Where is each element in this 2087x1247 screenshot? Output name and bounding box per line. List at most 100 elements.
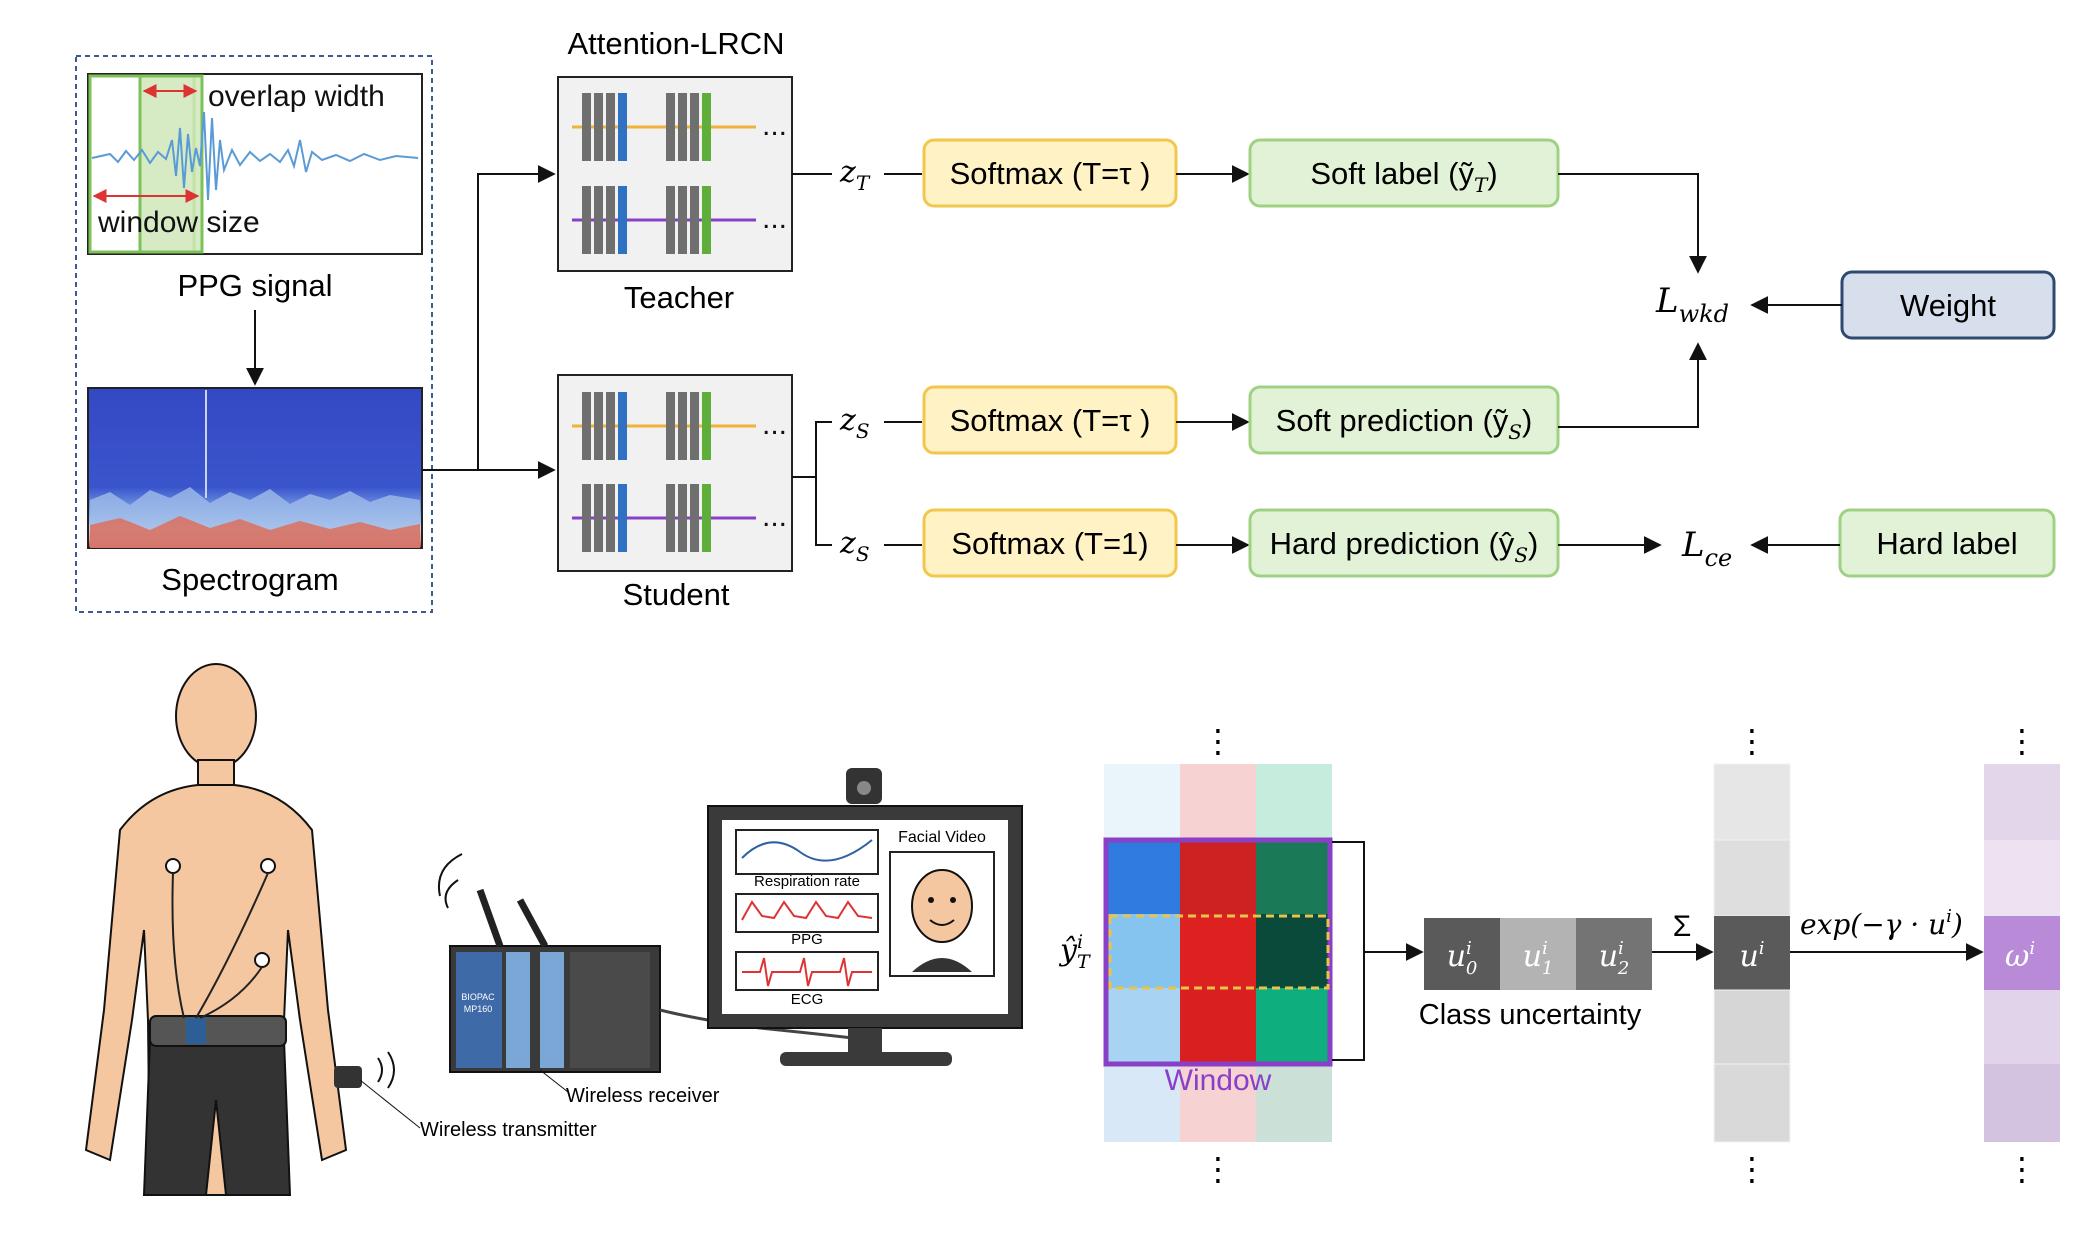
soft-label-box: Soft label (ỹT) (1248, 138, 1560, 208)
layer-bar (666, 93, 675, 161)
softmax-student-hard-box: Softmax (T=1) (922, 508, 1178, 578)
prediction-matrix (1103, 764, 1424, 1142)
layer-bar (582, 392, 591, 460)
layer-bar (582, 484, 591, 552)
wireless-transmitter-label: Wireless transmitter (420, 1119, 597, 1141)
layer-bar (618, 484, 627, 552)
layer-bar (594, 392, 603, 460)
layer-bar (666, 392, 675, 460)
hard-prediction-box: Hard prediction (ŷS) (1248, 508, 1560, 578)
layer-bar (666, 484, 675, 552)
ppg-signal-plot: overlap width window size (87, 73, 423, 255)
layer-bar (678, 484, 687, 552)
ppg-waveform (91, 111, 419, 201)
z-student-label-bottom: zS (839, 526, 870, 566)
layer-bar (678, 186, 687, 254)
svg-text:Softmax (T=τ ): Softmax (T=τ ) (950, 156, 1151, 191)
layer-bar (702, 93, 711, 161)
teacher-model-block: ...... (557, 76, 793, 272)
ppg-signal-caption: PPG signal (177, 268, 332, 303)
svg-text:ECG: ECG (791, 991, 824, 1008)
layer-bar (702, 186, 711, 254)
weight-column: ωi (1984, 764, 2060, 1142)
student-model-block: ...... (557, 374, 793, 572)
layer-bar (666, 186, 675, 254)
svg-text:ui0: ui0 (1447, 938, 1478, 979)
u-column-vdots-bottom: ⋮ (1736, 1151, 1768, 1187)
layer-bar (582, 93, 591, 161)
svg-text:Softmax (T=τ ): Softmax (T=τ ) (950, 403, 1151, 438)
human-body-illustration (84, 663, 421, 1196)
loss-ce: Lce (1681, 525, 1732, 572)
layer-ellipsis: ... (762, 500, 787, 533)
layer-bar (582, 186, 591, 254)
svg-text:Weight: Weight (1900, 288, 1996, 323)
arrow-to-teacher (422, 165, 556, 471)
wireless-receiver-label: Wireless receiver (566, 1085, 720, 1107)
teacher-caption: Teacher (624, 280, 734, 315)
window-size-label: window size (97, 206, 260, 239)
layer-bar (678, 392, 687, 460)
current-row-highlight (1108, 914, 1330, 990)
aggregate-uncertainty-column: ui (1713, 763, 1791, 1143)
layer-bar (690, 93, 699, 161)
softmax-teacher-box: Softmax (T=τ ) (922, 138, 1178, 208)
overlap-width-label: overlap width (208, 80, 385, 113)
svg-text:ui1: ui1 (1523, 938, 1554, 979)
layer-bar (606, 93, 615, 161)
layer-bar (690, 186, 699, 254)
layer-bar (606, 392, 615, 460)
svg-text:ui: ui (1739, 938, 1764, 974)
soft-prediction-box: Soft prediction (ỹS) (1248, 385, 1560, 455)
layer-bar (618, 93, 627, 161)
svg-text:MP160: MP160 (464, 1004, 493, 1014)
student-caption: Student (623, 577, 730, 612)
layer-bar (606, 484, 615, 552)
svg-text:PPG: PPG (791, 931, 823, 948)
svg-text:Hard label: Hard label (1876, 526, 2017, 561)
spectrogram-caption: Spectrogram (161, 562, 338, 597)
svg-text:ωi: ωi (2005, 938, 2035, 974)
window-frame (1103, 837, 1333, 1067)
softmax-student-soft-box: Softmax (T=τ ) (922, 385, 1178, 455)
matrix-vdots-top: ⋮ (1202, 723, 1234, 759)
layer-bar (678, 93, 687, 161)
monitor-illustration: Respiration rate PPG ECG Facial Video (707, 768, 1023, 1066)
layer-bar (606, 186, 615, 254)
svg-text:Softmax (T=1): Softmax (T=1) (951, 526, 1148, 561)
layer-bar (618, 186, 627, 254)
sigma-symbol: Σ (1673, 910, 1692, 943)
svg-text:Respiration rate: Respiration rate (754, 873, 860, 890)
layer-bar (594, 484, 603, 552)
u-column-vdots-top: ⋮ (1736, 723, 1768, 759)
input-group-box (75, 55, 433, 613)
z-teacher-label: zT (839, 155, 871, 195)
loss-wkd: Lwkd (1655, 281, 1729, 328)
layer-bar (618, 392, 627, 460)
soft-label-to-lwkd-arrow (1558, 173, 1707, 274)
attention-lrcn-title: Attention-LRCN (567, 26, 784, 61)
matrix-vdots-bottom: ⋮ (1202, 1151, 1234, 1187)
layer-ellipsis: ... (762, 202, 787, 235)
layer-bar (702, 392, 711, 460)
layer-ellipsis: ... (762, 109, 787, 142)
svg-text:BIOPAC: BIOPAC (461, 992, 495, 1002)
spectrogram-image (87, 387, 423, 549)
exp-formula: exp(−γ · ui) (1800, 906, 1963, 941)
svg-text:Soft prediction (ỹS): Soft prediction (ỹS) (1276, 403, 1533, 444)
layer-bar (702, 484, 711, 552)
hard-label-box: Hard label (1838, 508, 2056, 578)
class-uncertainty-label: Class uncertainty (1419, 999, 1642, 1031)
layer-bar (690, 484, 699, 552)
svg-text:Facial Video: Facial Video (898, 829, 986, 846)
layer-bar (594, 186, 603, 254)
omega-column-vdots-bottom: ⋮ (2006, 1151, 2038, 1187)
svg-text:Soft label (ỹT): Soft label (ỹT) (1310, 156, 1497, 197)
soft-prediction-to-lwkd-arrow (1558, 342, 1707, 428)
omega-column-vdots-top: ⋮ (2006, 723, 2038, 759)
biopac-device-illustration: BIOPAC MP160 (438, 853, 661, 1093)
layer-bar (594, 93, 603, 161)
